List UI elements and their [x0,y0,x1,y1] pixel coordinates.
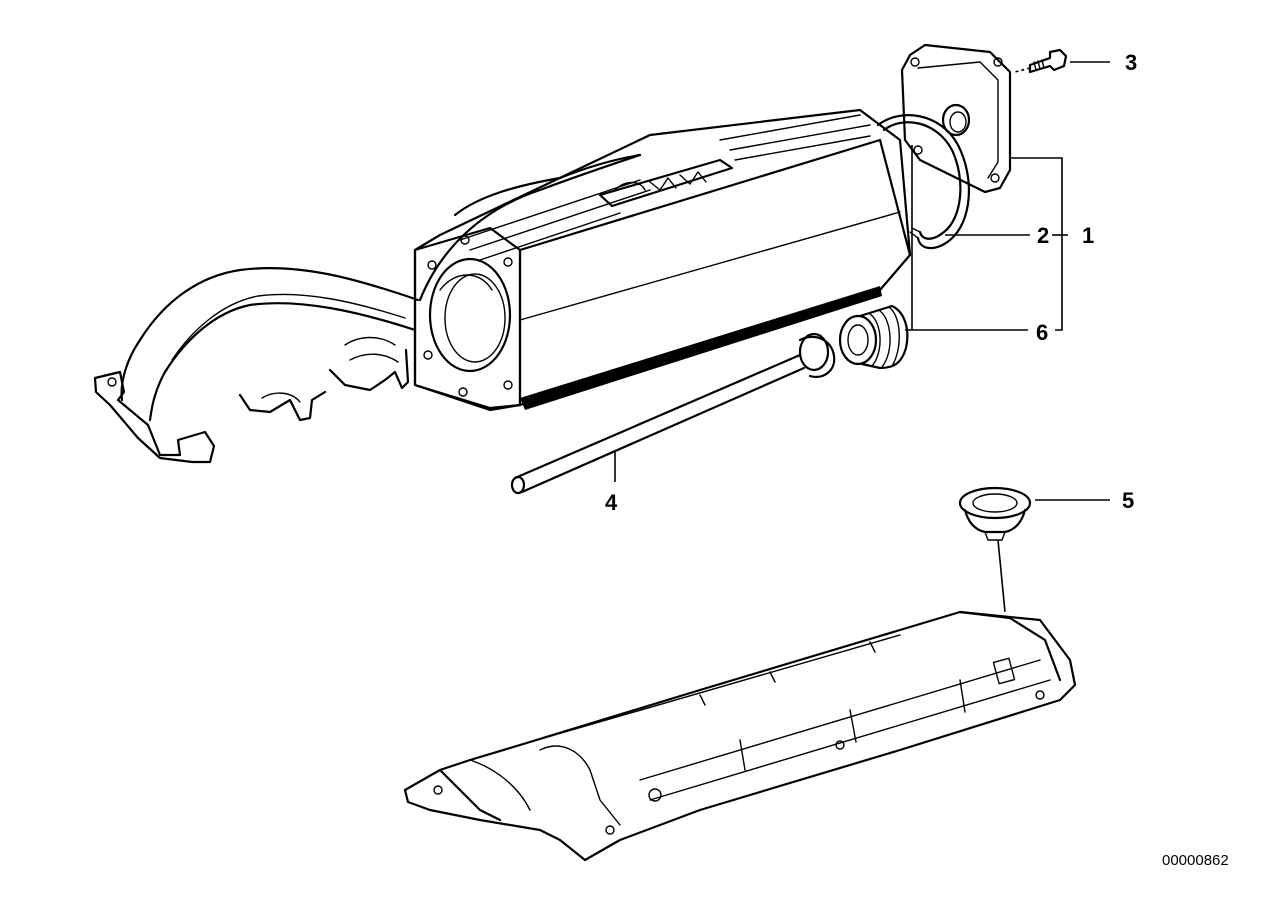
rod-with-grommet [510,332,836,495]
cover-plate [900,43,1012,194]
callout-1: 1 [1082,223,1094,248]
callout-4: 4 [605,490,618,515]
cap-plug [958,486,1032,541]
callout-5: 5 [1122,488,1134,513]
leader-lines [614,61,1110,613]
bolt [1014,48,1068,74]
bellows-grommet [838,304,909,370]
o-ring [876,114,970,250]
valve-cover [403,610,1077,862]
intake-manifold [93,108,912,464]
callout-2: 2 [1037,223,1049,248]
callout-3: 3 [1125,50,1137,75]
callout-6: 6 [1036,320,1048,345]
diagram-reference-number: 00000862 [1162,852,1229,869]
